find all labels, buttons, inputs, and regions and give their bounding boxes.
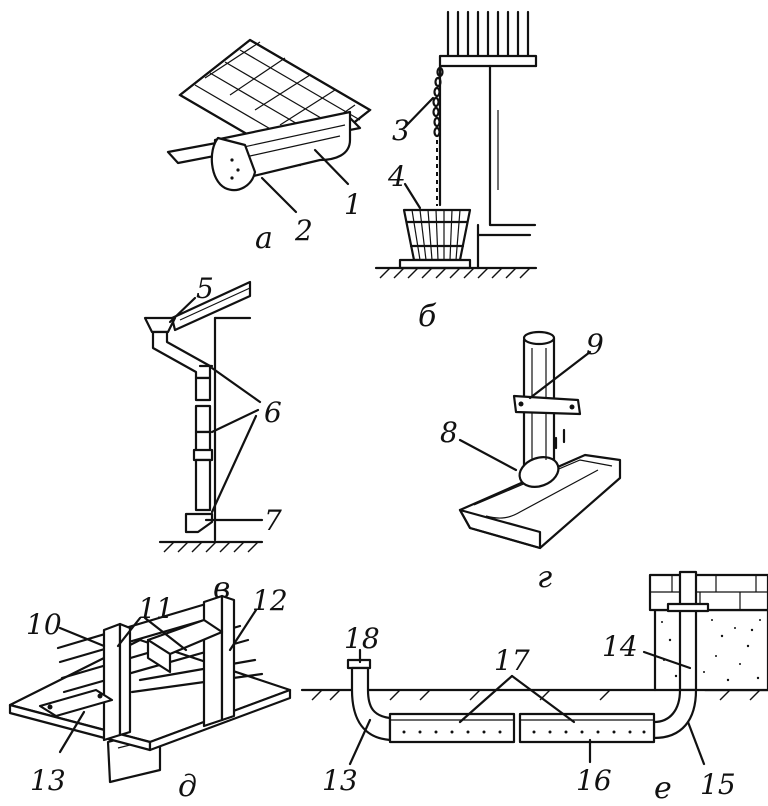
callout-16: 16 — [576, 764, 612, 797]
callout-14: 14 — [602, 630, 638, 663]
panel-g-pipe-trough — [458, 330, 622, 550]
panel-letter-e: е — [654, 771, 672, 806]
callout-1: 1 — [344, 188, 362, 221]
panel-d-slab-outlets — [8, 594, 292, 784]
panel-a-roof-gutter — [166, 38, 372, 214]
callout-2: 2 — [294, 214, 313, 247]
callout-5: 5 — [196, 272, 214, 305]
callout-11: 11 — [138, 592, 174, 625]
callout-15: 15 — [700, 768, 736, 801]
callout-13-left: 13 — [30, 764, 66, 797]
callout-10: 10 — [26, 608, 62, 641]
callout-17: 17 — [494, 644, 530, 677]
callout-8: 8 — [440, 416, 458, 449]
panel-v-downpipe — [143, 280, 264, 553]
panel-letter-a: а — [255, 221, 273, 256]
panel-e-underground-drain — [300, 570, 768, 766]
panel-b-chain-barrel — [374, 10, 538, 279]
callout-13-right: 13 — [322, 764, 358, 797]
panel-letter-d: д — [178, 769, 197, 804]
callout-3: 3 — [392, 114, 410, 147]
callout-7: 7 — [264, 504, 282, 537]
callout-4: 4 — [387, 160, 406, 193]
callout-18: 18 — [344, 622, 380, 655]
callout-12: 12 — [252, 584, 288, 617]
panel-letter-g: г — [537, 560, 552, 595]
callout-6: 6 — [264, 396, 282, 429]
callout-9: 9 — [586, 328, 604, 361]
panel-letter-b: б — [418, 299, 437, 334]
